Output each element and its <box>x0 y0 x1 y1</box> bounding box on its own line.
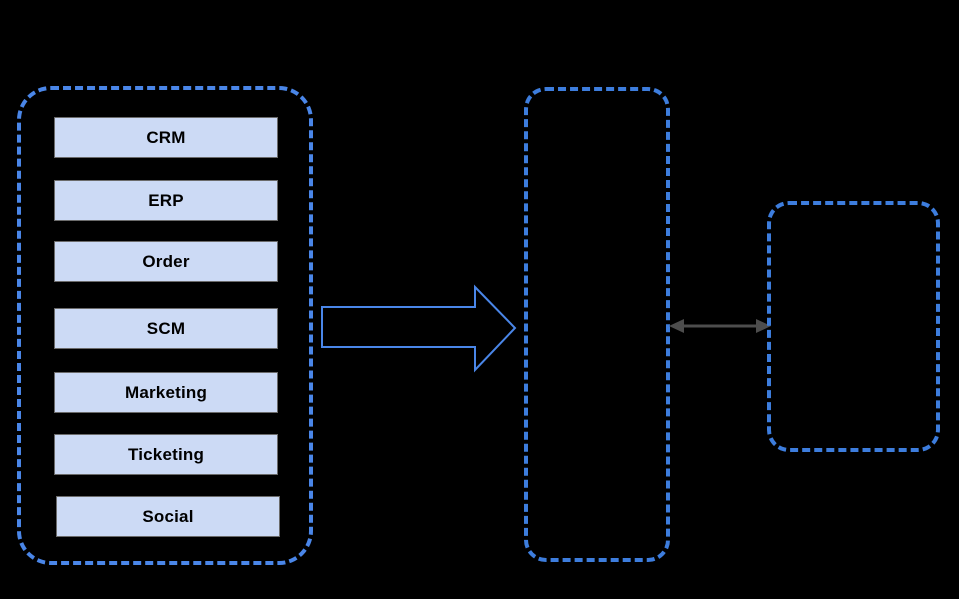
arrowhead-right <box>756 319 771 333</box>
system-box-label: SCM <box>146 319 186 338</box>
system-box-label: Order <box>142 252 190 271</box>
system-box-label: Ticketing <box>127 445 205 464</box>
block-arrow-shape <box>321 284 517 373</box>
system-box-label: Social <box>142 507 194 526</box>
block-arrow-icon <box>321 284 517 373</box>
system-box-marketing[interactable]: Marketing <box>54 372 278 413</box>
system-box-order[interactable]: Order <box>54 241 278 282</box>
system-box-label: Marketing <box>124 383 208 402</box>
arrowhead-left <box>669 319 684 333</box>
right-group[interactable] <box>767 201 940 452</box>
system-box-social[interactable]: Social <box>56 496 280 537</box>
system-box-crm[interactable]: CRM <box>54 117 278 158</box>
bidirectional-arrow-icon <box>669 319 771 333</box>
system-box-ticketing[interactable]: Ticketing <box>54 434 278 475</box>
system-box-scm[interactable]: SCM <box>54 308 278 349</box>
middle-group[interactable] <box>524 87 670 562</box>
system-box-label: CRM <box>146 128 186 147</box>
system-box-erp[interactable]: ERP <box>54 180 278 221</box>
system-box-label: ERP <box>148 191 184 210</box>
source-systems-group[interactable] <box>17 86 313 565</box>
